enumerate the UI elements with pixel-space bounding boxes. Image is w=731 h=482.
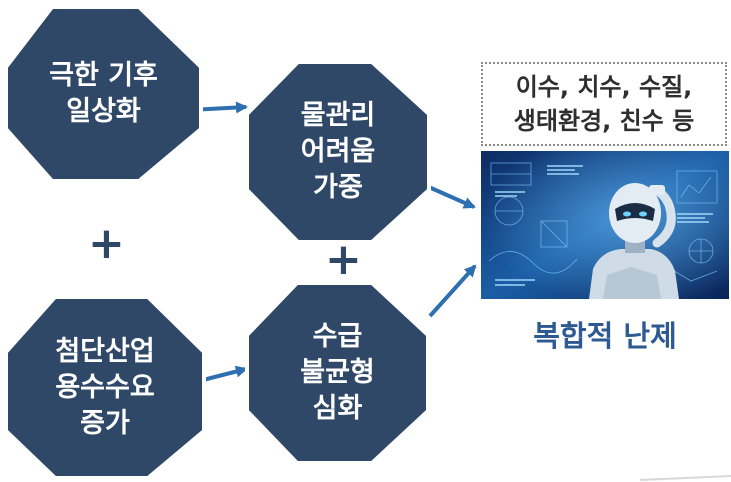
node-industry-demand-line-3: 증가 bbox=[80, 407, 130, 439]
issues-box: 이수, 치수, 수질, 생태환경, 친수 등 bbox=[481, 62, 727, 146]
node-supply-imbalance-line-1: 수급 bbox=[312, 321, 363, 352]
node-supply-imbalance-line-2: 불균형 bbox=[300, 357, 375, 388]
node-supply-imbalance-line-3: 심화 bbox=[312, 393, 363, 424]
node-water-management-line-3: 가중 bbox=[313, 172, 363, 203]
node-industry-demand-line-1: 첨단산업 bbox=[55, 335, 155, 367]
node-extreme-climate-line-1: 극한 기후 bbox=[49, 60, 158, 91]
node-water-management-line-2: 어려움 bbox=[300, 136, 376, 167]
issues-box-line-1: 이수, 치수, 수질, bbox=[515, 73, 693, 101]
issues-box-line-2: 생태환경, 친수 등 bbox=[513, 107, 695, 135]
node-water-management-line-1: 물관리 bbox=[300, 100, 376, 131]
decorative-line bbox=[639, 475, 731, 481]
node-supply-imbalance: 수급 불균형 심화 bbox=[247, 283, 428, 463]
caption-complex-problem: 복합적 난제 bbox=[533, 319, 677, 353]
node-extreme-climate: 극한 기후 일상화 bbox=[6, 7, 201, 181]
node-extreme-climate-shape bbox=[4, 5, 203, 183]
node-water-management-shape bbox=[245, 60, 431, 244]
node-supply-imbalance-shape bbox=[245, 281, 430, 465]
plus-sign-left: + bbox=[88, 218, 125, 269]
node-extreme-climate-line-2: 일상화 bbox=[66, 96, 141, 127]
arrow-industry-to-supply bbox=[202, 365, 248, 382]
node-industry-demand: 첨단산업 용수수요 증가 bbox=[6, 297, 204, 478]
ai-robot-image bbox=[481, 151, 729, 299]
node-industry-demand-line-2: 용수수요 bbox=[55, 371, 155, 403]
node-water-management: 물관리 어려움 가중 bbox=[247, 62, 429, 242]
node-industry-demand-shape bbox=[3, 295, 206, 480]
arrow-supply-to-problem bbox=[428, 264, 477, 318]
plus-sign-center: + bbox=[325, 234, 362, 285]
